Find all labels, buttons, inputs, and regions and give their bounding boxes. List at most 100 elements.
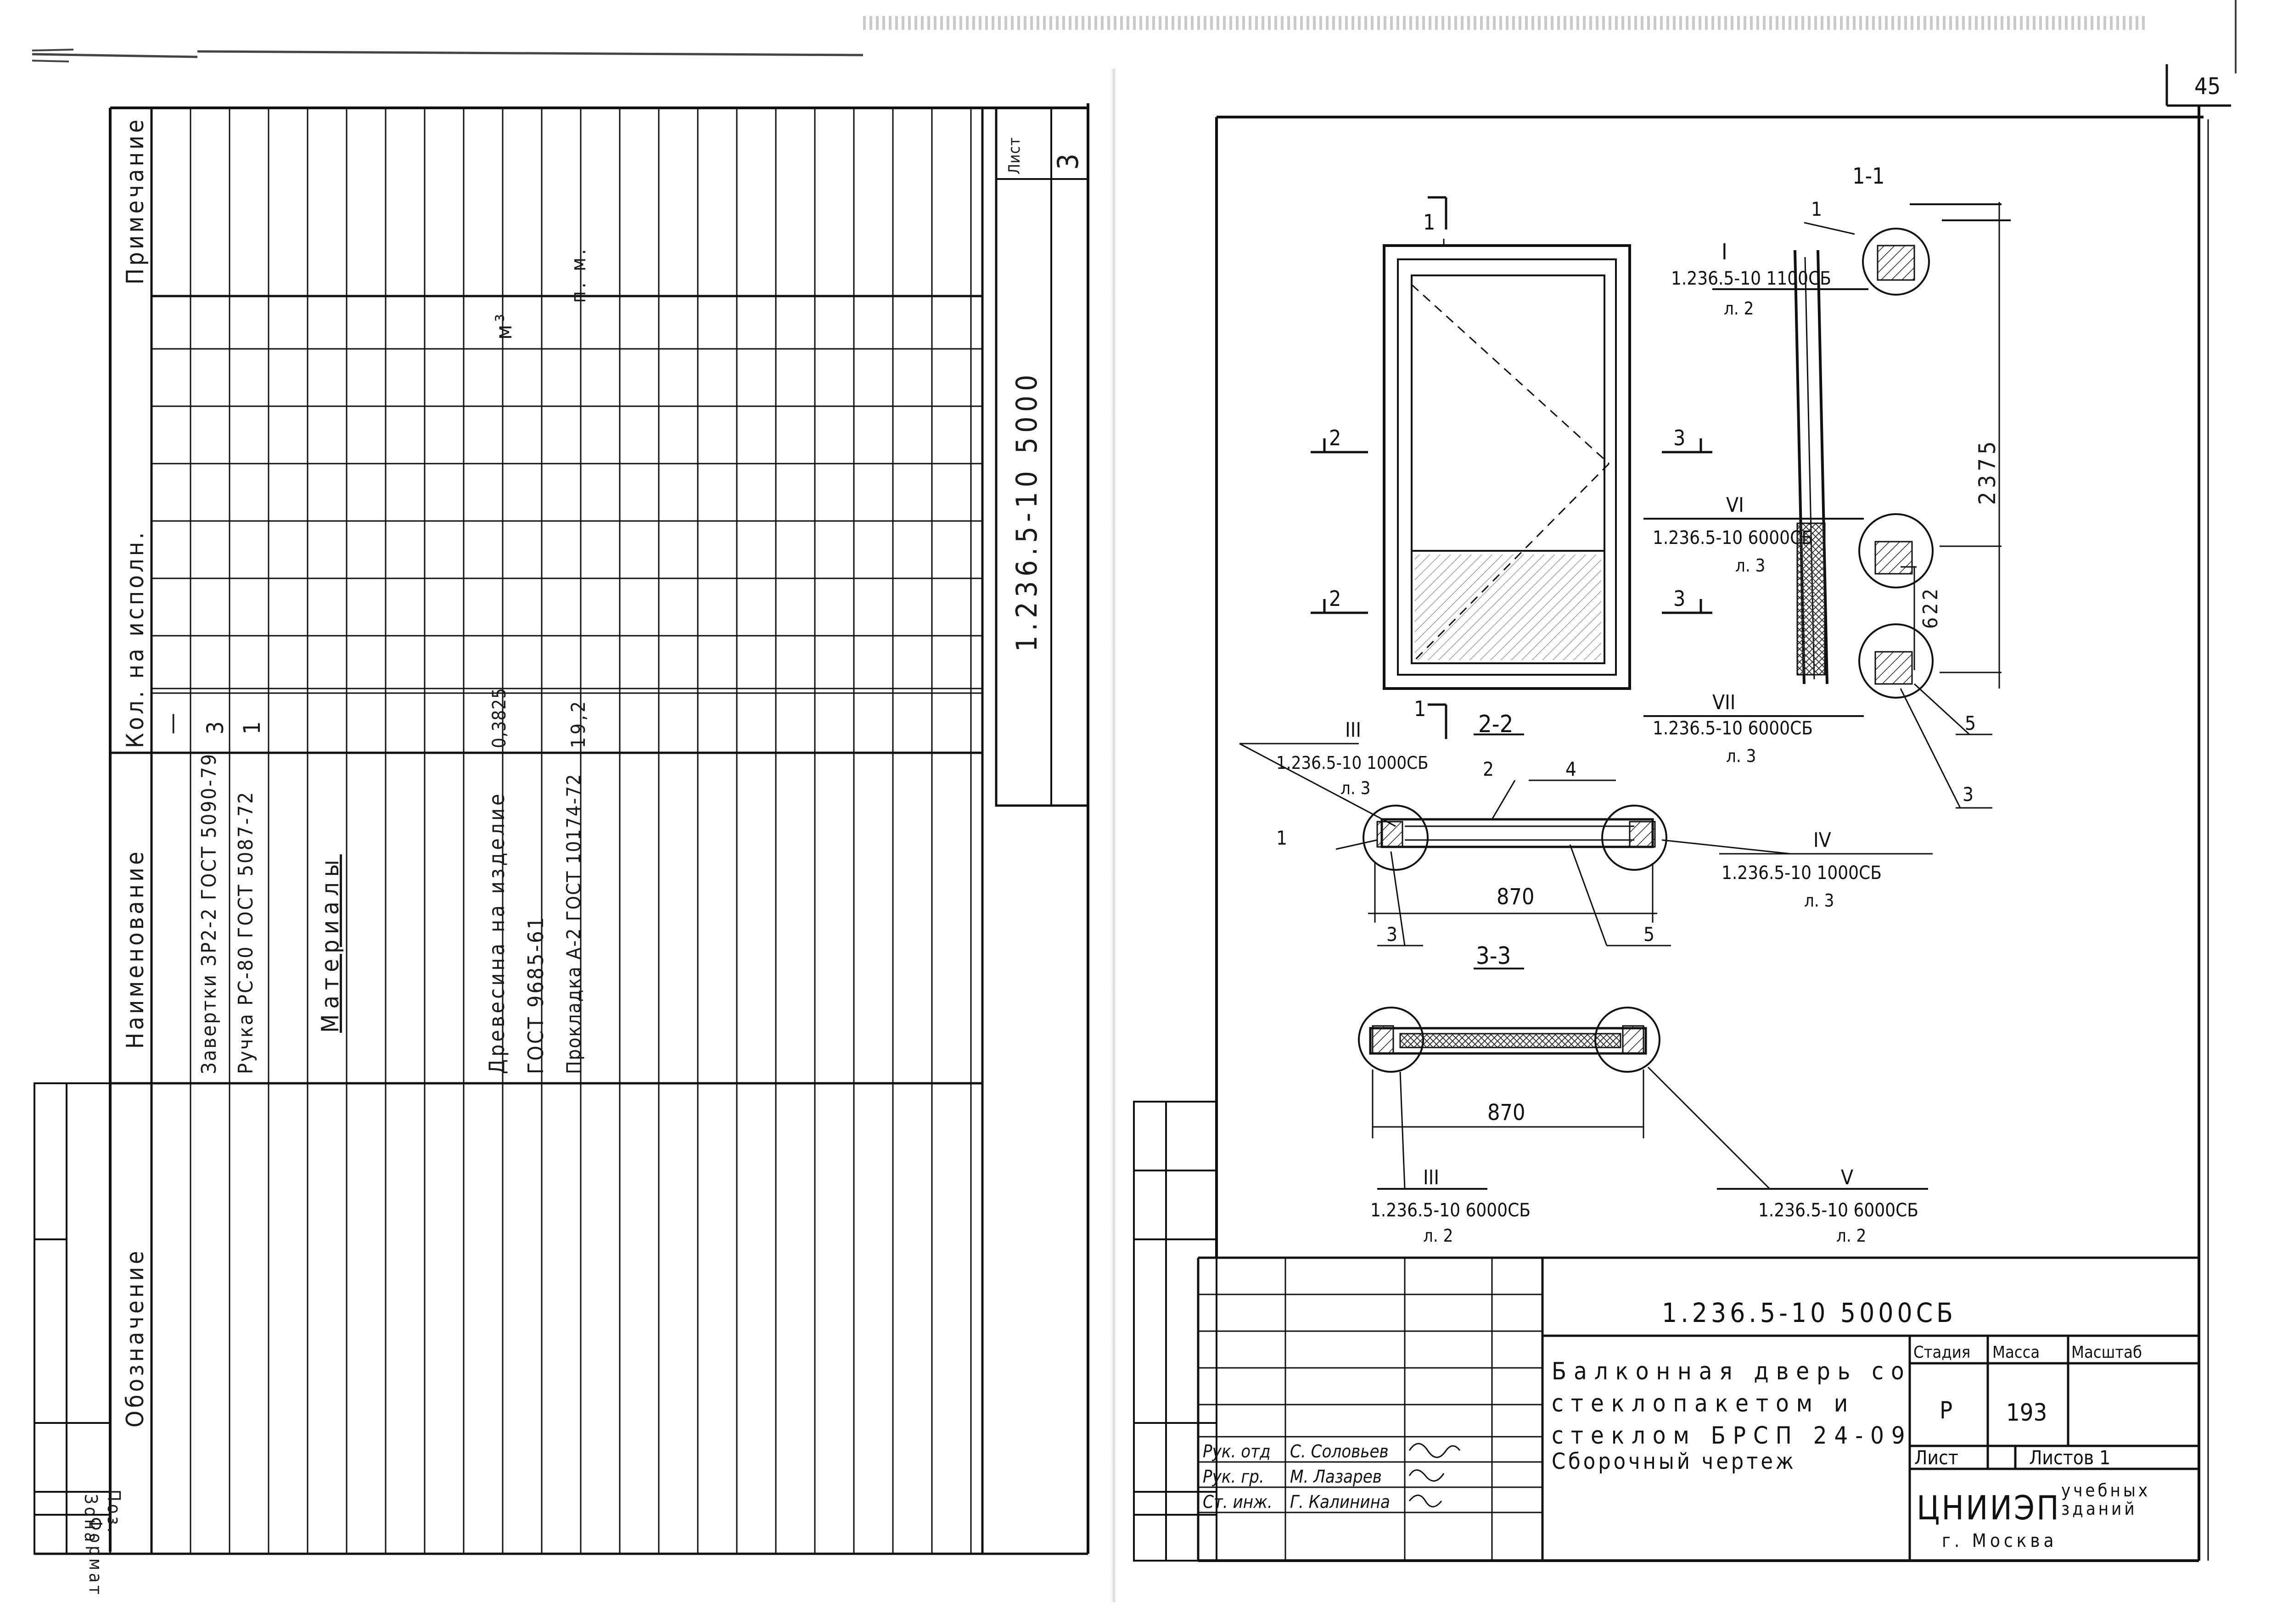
spec-row-2-qty: 1 xyxy=(239,718,265,734)
doc-stamp-sheet-number: 3 xyxy=(1051,151,1085,170)
signer-role-2: Рук. гр. xyxy=(1203,1467,1264,1487)
spec-row-gasket-unit: п. м. xyxy=(567,246,590,303)
spec-row-wood-unit: м³ xyxy=(491,311,517,340)
spec-row-1-qty: 3 xyxy=(202,718,229,734)
callout-III-a-ref: 1.236.5-10 1000СБ xyxy=(1276,753,1428,773)
section-3-3-label: 3-3 xyxy=(1476,942,1511,970)
org-name: ЦНИИЭП xyxy=(1917,1489,2061,1527)
signer-name-3: Г. Калинина xyxy=(1290,1492,1390,1512)
pos-2: 2 xyxy=(1483,758,1494,780)
corner-page-number: 45 xyxy=(2194,73,2221,100)
spec-row-wood-name: Древесина на изделие xyxy=(484,791,509,1074)
title-doc-code: 1.236.5-10 5000СБ xyxy=(1662,1297,1957,1328)
pos-1-a: 1 xyxy=(1811,198,1822,220)
section-3-3 xyxy=(1358,1007,1928,1190)
pos-3-b: 3 xyxy=(1963,783,1974,806)
section-1-1 xyxy=(1643,202,2011,809)
callout-IV-ref: 1.236.5-10 1000СБ xyxy=(1722,862,1882,884)
pos-3-a: 3 xyxy=(1386,923,1397,946)
format-label-format: Формат xyxy=(85,1517,106,1597)
section-1-1-label: 1-1 xyxy=(1852,163,1885,189)
pos-1-b: 1 xyxy=(1276,827,1287,849)
callout-III-b-sheet: л. 2 xyxy=(1423,1226,1453,1246)
doc-stamp-code: 1.236.5-10 5000 xyxy=(1010,370,1043,652)
spec-row-1-name: Завертки ЗР2-2 ГОСТ 5090-79 xyxy=(197,752,221,1074)
cut-3-lower: 3 xyxy=(1673,586,1685,611)
scale-label: Масштаб xyxy=(2071,1343,2142,1362)
page-fold xyxy=(1110,69,1116,1602)
section-2-2 xyxy=(1239,734,1933,969)
dim-lower: 622 xyxy=(1919,586,1942,629)
title-block-lines xyxy=(1197,1256,2199,1561)
signatures xyxy=(1408,1443,1461,1507)
format-label-pos: Поз. xyxy=(104,1490,124,1535)
callout-VI-ref: 1.236.5-10 6000СБ xyxy=(1653,527,1813,549)
scan-artifacts xyxy=(32,0,2237,73)
left-sheet xyxy=(34,103,1089,1555)
callout-VI-roman: VI xyxy=(1726,493,1744,517)
callout-III-b-roman: III xyxy=(1423,1166,1439,1189)
stage-label: Стадия xyxy=(1913,1343,1970,1362)
spec-row-gost-wood: ГОСТ 9685-61 xyxy=(523,915,548,1074)
callout-V-sheet: л. 2 xyxy=(1836,1226,1866,1246)
qty-dash: — xyxy=(158,710,186,734)
mass-value: 193 xyxy=(2006,1399,2047,1427)
cut-3-upper: 3 xyxy=(1673,426,1685,450)
callout-VI-sheet: л. 3 xyxy=(1735,555,1765,576)
callout-V-roman: V xyxy=(1841,1166,1853,1189)
signer-role-1: Рук. отд xyxy=(1203,1441,1271,1462)
title-line-4: Сборочный чертеж xyxy=(1552,1449,1796,1474)
dim-height: 2375 xyxy=(1974,437,2001,505)
header-designation: Обозначение xyxy=(122,1248,149,1428)
header-name: Наименование xyxy=(122,849,149,1049)
scan-header-noise xyxy=(863,16,2148,30)
pos-4: 4 xyxy=(1565,758,1576,780)
stage-value: Р xyxy=(1940,1397,1952,1424)
cut-2-lower: 2 xyxy=(1329,586,1341,611)
org-city: г. Москва xyxy=(1942,1530,2058,1551)
callout-V-ref: 1.236.5-10 6000СБ xyxy=(1758,1200,1918,1221)
header-qty: Кол. на исполн. xyxy=(122,529,149,748)
dim-width-3: 870 xyxy=(1487,1100,1525,1126)
drawing-texts: 1.236.5-10 5000СБ Балконная дверь со сте… xyxy=(1203,73,2221,1551)
cut-1-bottom: 1 xyxy=(1414,696,1426,721)
callout-III-a-roman: III xyxy=(1345,718,1361,742)
door-front-view xyxy=(1311,196,1712,739)
spec-row-wood-qty: 0,3825 xyxy=(489,688,510,748)
table-note-cells xyxy=(151,348,982,694)
pos-5-b: 5 xyxy=(1965,712,1976,734)
callout-I-sheet: л. 2 xyxy=(1724,298,1754,319)
callout-VII-roman: VII xyxy=(1712,691,1735,714)
spec-row-gasket-qty: 19,2 xyxy=(567,698,589,748)
org-sub-1: учебных xyxy=(2061,1480,2150,1501)
format-strip xyxy=(34,1082,111,1555)
doc-stamp-sheet-label: Лист xyxy=(1005,137,1024,174)
mass-label: Масса xyxy=(1992,1343,2040,1362)
title-line-3: стеклом БРСП 24-09 xyxy=(1552,1422,1912,1450)
cut-1-top: 1 xyxy=(1423,210,1435,235)
callout-I-roman: I xyxy=(1722,239,1727,265)
cut-2-upper: 2 xyxy=(1329,426,1341,450)
org-sub-2: зданий xyxy=(2061,1499,2137,1519)
spec-row-gasket-name: Прокладка А-2 ГОСТ 10174-72 xyxy=(562,773,585,1074)
callout-IV-sheet: л. 3 xyxy=(1804,890,1834,911)
signer-name-2: М. Лазарев xyxy=(1290,1467,1382,1487)
header-note: Примечание xyxy=(122,117,149,285)
spec-row-2-name: Ручка РС-80 ГОСТ 5087-72 xyxy=(234,790,258,1074)
title-line-2: стеклопакетом и xyxy=(1552,1390,1855,1417)
callout-IV-roman: IV xyxy=(1813,829,1831,852)
signer-name-1: С. Соловьев xyxy=(1290,1441,1389,1462)
callout-III-b-ref: 1.236.5-10 6000СБ xyxy=(1370,1200,1531,1221)
callout-VII-ref: 1.236.5-10 6000СБ xyxy=(1653,718,1813,739)
spec-row-materials: Материалы xyxy=(317,854,344,1033)
pos-5-a: 5 xyxy=(1643,923,1654,946)
sheet-label: Лист xyxy=(1914,1446,1958,1469)
signer-role-3: Ст. инж. xyxy=(1203,1492,1273,1512)
callout-VII-sheet: л. 3 xyxy=(1726,746,1756,766)
right-sheet xyxy=(1133,64,2231,1562)
title-line-1: Балконная дверь со xyxy=(1552,1358,1912,1385)
sheets-label: Листов 1 xyxy=(2029,1446,2110,1469)
dim-width-2: 870 xyxy=(1497,884,1534,910)
doc-stamp-box xyxy=(995,106,1089,807)
